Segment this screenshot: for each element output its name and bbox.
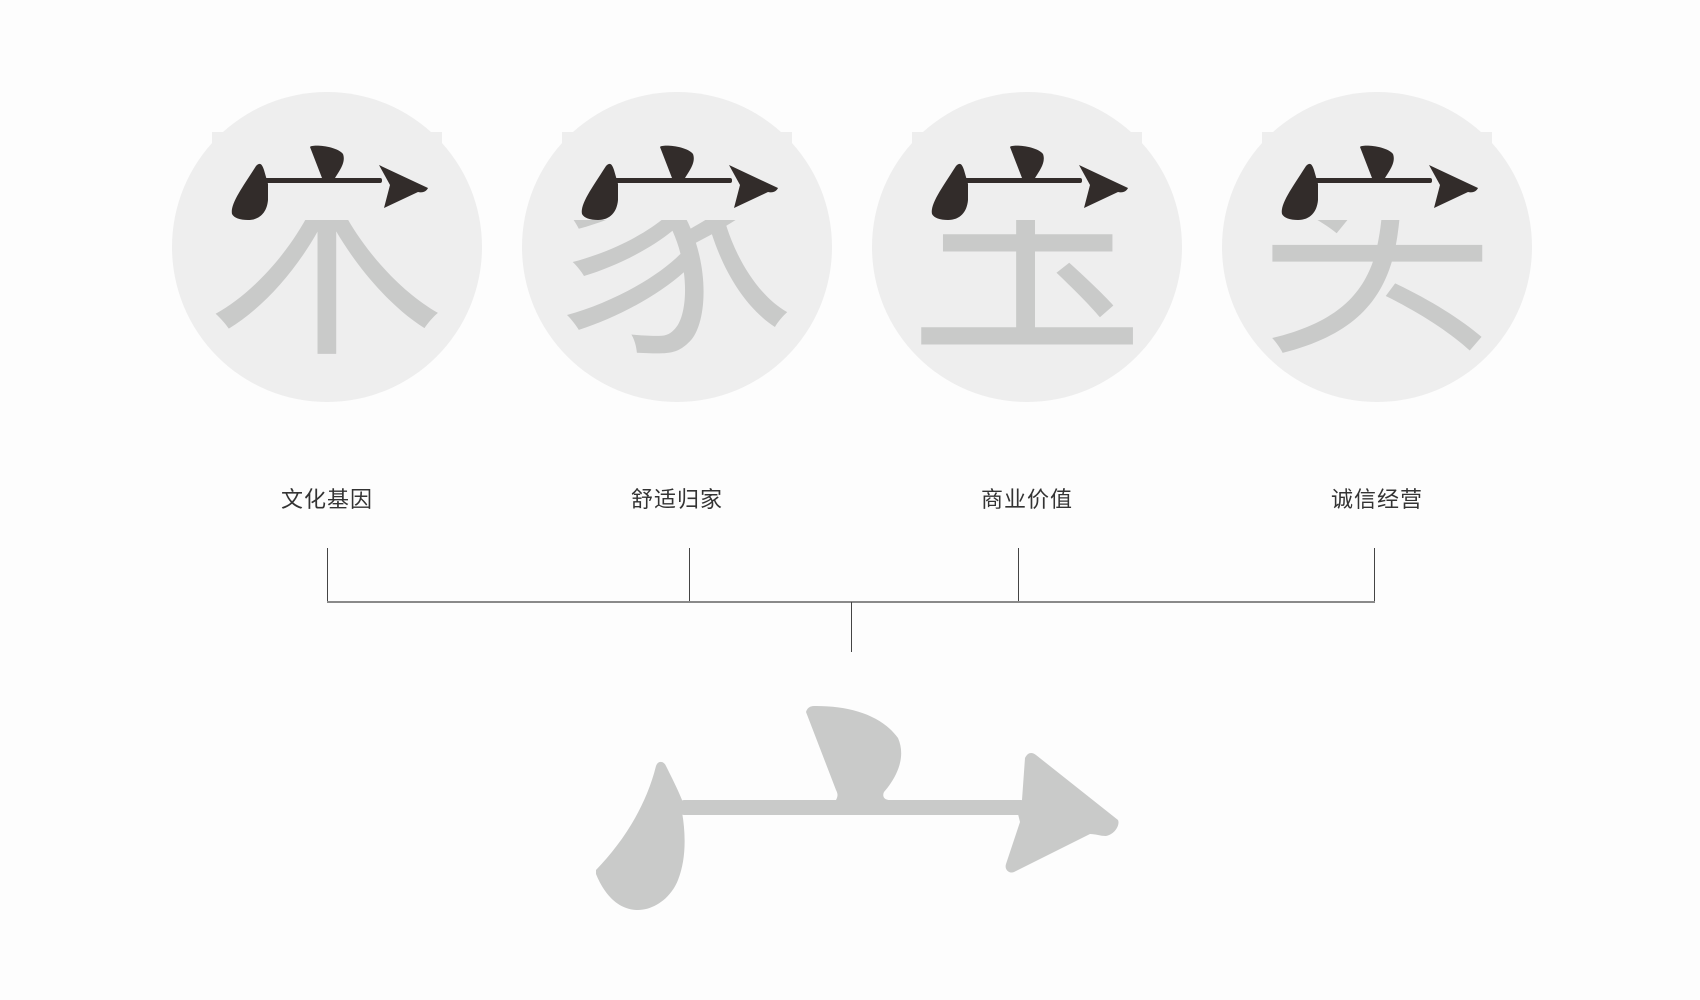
connector-stem — [851, 602, 852, 652]
label-commercial-value: 商业价值 — [980, 488, 1073, 513]
character-circle-song: 木 — [172, 92, 482, 402]
label-cultural-gene: 文化基因 — [280, 488, 373, 513]
connector-vertical-3 — [1018, 548, 1019, 603]
label-integrity-business: 诚信经营 — [1330, 488, 1423, 513]
roof-arrow-icon — [231, 145, 428, 220]
connector-vertical-1 — [327, 548, 328, 603]
roof-arrow-icon — [931, 145, 1128, 220]
connector-vertical-4 — [1374, 548, 1375, 603]
roof-arrow-icon — [581, 145, 778, 220]
character-circle-shi: 头 — [1222, 92, 1532, 402]
label-comfortable-home: 舒适归家 — [630, 488, 723, 513]
character-circle-bao: 玉 — [872, 92, 1182, 402]
roof-arrow-icon — [1281, 145, 1478, 220]
connector-vertical-2 — [689, 548, 690, 603]
character-circle-jia: 豕 — [522, 92, 832, 402]
shared-roof-radical-icon — [596, 706, 1119, 910]
